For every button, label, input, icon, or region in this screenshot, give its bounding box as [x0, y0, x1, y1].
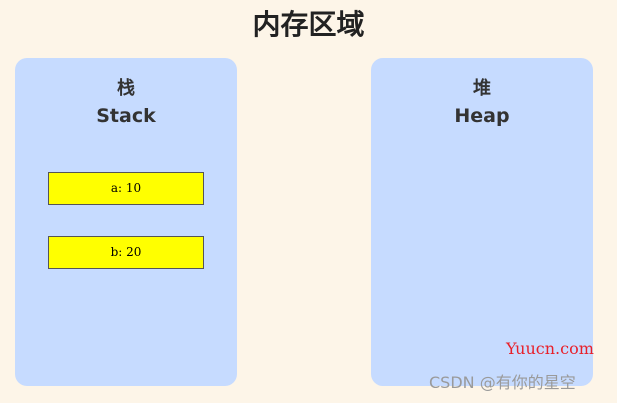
diagram-title: 内存区域 — [252, 8, 365, 41]
stack-title-en: Stack — [96, 105, 156, 127]
stack-title-cn: 栈 — [117, 78, 135, 99]
site-watermark: Yuucn.com — [506, 339, 594, 358]
heap-title-cn: 堆 — [473, 78, 491, 99]
stack-panel: 栈 Stack a: 10 b: 20 — [15, 58, 237, 386]
stack-variable-b: b: 20 — [48, 236, 204, 269]
csdn-watermark: CSDN @有你的星空 — [429, 373, 576, 392]
heap-title-en: Heap — [454, 105, 510, 127]
stack-variable-a: a: 10 — [48, 172, 204, 205]
heap-panel: 堆 Heap — [371, 58, 593, 386]
